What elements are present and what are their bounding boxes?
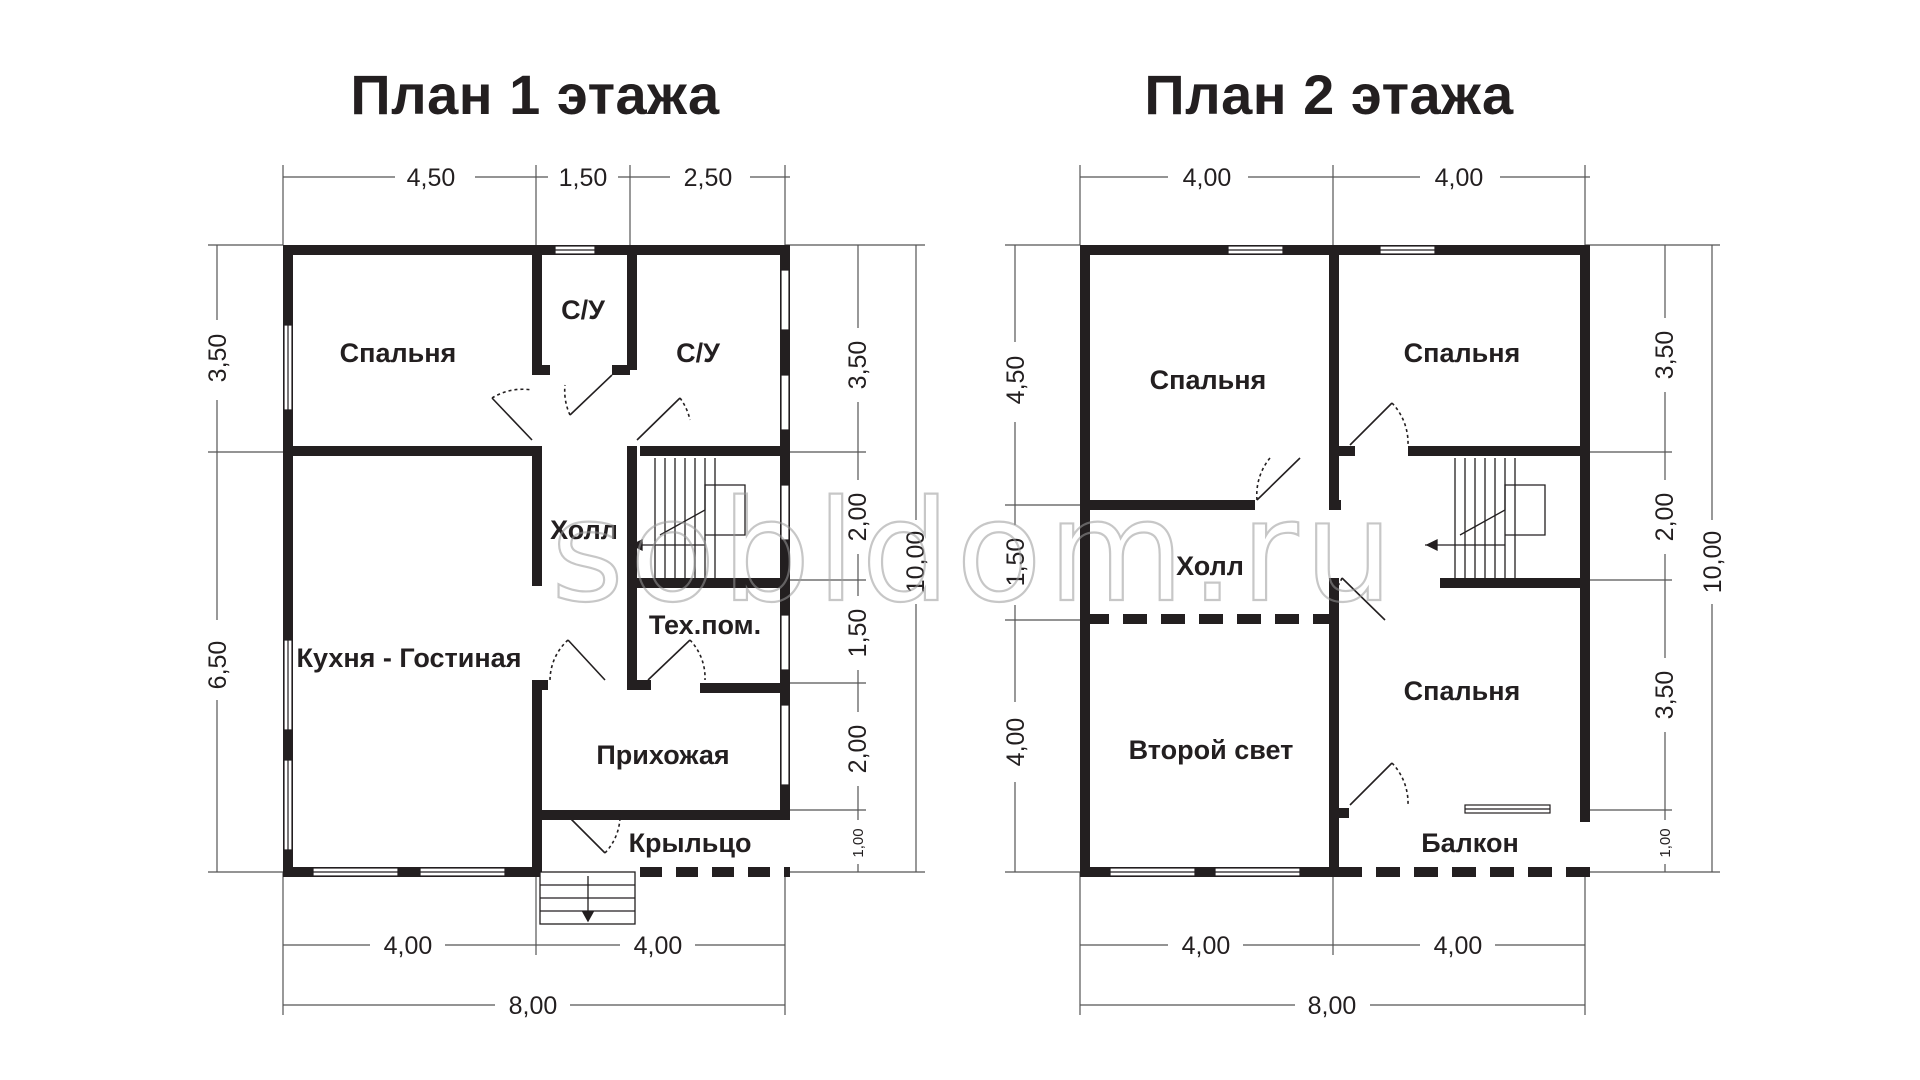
floor2-doors [1255, 402, 1409, 806]
dim-left-3: 4,00 [1002, 718, 1030, 767]
floor2-room-labels: Спальня Спальня Холл Второй свет Спальня… [1129, 338, 1521, 858]
floor1-windows [283, 245, 790, 877]
dim-right-2: 2,00 [1651, 493, 1679, 542]
room-label-hall: Холл [550, 515, 618, 545]
dim-bottom-2: 4,00 [634, 932, 683, 960]
room-label-entry: Прихожая [596, 740, 729, 770]
dim-right-3: 1,50 [844, 609, 872, 658]
floor1-doors [491, 374, 706, 854]
dim-top-2: 4,00 [1435, 164, 1484, 192]
dim-left-2: 6,50 [204, 641, 232, 690]
floor2-dimension-labels: 4,00 4,00 4,50 1,50 4,00 3,50 2,00 3,50 … [998, 158, 1729, 1022]
dim-top-1: 4,00 [1183, 164, 1232, 192]
room-label-bedroom-left: Спальня [1150, 365, 1267, 395]
room-label-porch: Крыльцо [629, 828, 752, 858]
floor1-porch-steps [539, 871, 636, 925]
room-label-wc: С/У [676, 338, 721, 368]
floor2-title: План 2 этажа [1144, 63, 1514, 126]
room-label-second-light: Второй свет [1129, 735, 1294, 765]
dim-bottom-1: 4,00 [384, 932, 433, 960]
watermark-text: sobldom.ru [551, 471, 1399, 634]
dim-top-2: 1,50 [559, 164, 608, 192]
dim-top-1: 4,50 [407, 164, 456, 192]
room-label-bedroom-right-top: Спальня [1404, 338, 1521, 368]
dim-right-2: 2,00 [844, 493, 872, 542]
dim-right-5: 1,00 [850, 828, 867, 857]
room-label-bedroom: Спальня [340, 338, 457, 368]
room-label-hall: Холл [1176, 551, 1244, 581]
floor2-staircase [1425, 458, 1546, 578]
dim-right-total: 10,00 [1699, 531, 1727, 594]
dim-right-3: 3,50 [1651, 671, 1679, 720]
dim-bottom-total: 8,00 [1308, 992, 1357, 1020]
room-label-tech-room: Тех.пом. [649, 610, 761, 640]
floor1-staircase [630, 458, 746, 578]
dim-right-4: 1,00 [1657, 828, 1674, 857]
room-label-wc-small: С/У [561, 295, 606, 325]
floor1-room-labels: Спальня С/У С/У Холл Кухня - Гостиная Те… [297, 295, 762, 858]
floor2-plan: Спальня Спальня Холл Второй свет Спальня… [998, 158, 1729, 1022]
dim-left-1: 3,50 [204, 334, 232, 383]
dim-left-2: 1,50 [1002, 538, 1030, 587]
room-label-bedroom-right-bottom: Спальня [1404, 676, 1521, 706]
dim-left-1: 4,50 [1002, 356, 1030, 405]
dim-right-1: 3,50 [844, 341, 872, 390]
floor1-title: План 1 этажа [350, 63, 720, 126]
dim-bottom-1: 4,00 [1182, 932, 1231, 960]
floor1-dimension-labels: 4,50 1,50 2,50 3,50 6,50 3,50 2,00 1,50 … [200, 158, 932, 1022]
dim-bottom-2: 4,00 [1434, 932, 1483, 960]
floor2-walls [1080, 245, 1590, 877]
dim-right-total: 10,00 [902, 531, 930, 594]
dim-right-1: 3,50 [1651, 331, 1679, 380]
floor2-windows [1109, 245, 1551, 877]
dim-bottom-total: 8,00 [509, 992, 558, 1020]
floor1-plan: Спальня С/У С/У Холл Кухня - Гостиная Те… [200, 158, 932, 1022]
room-label-kitchen-living: Кухня - Гостиная [297, 643, 522, 673]
dim-right-4: 2,00 [844, 725, 872, 774]
room-label-balcony: Балкон [1421, 828, 1519, 858]
dim-top-3: 2,50 [684, 164, 733, 192]
